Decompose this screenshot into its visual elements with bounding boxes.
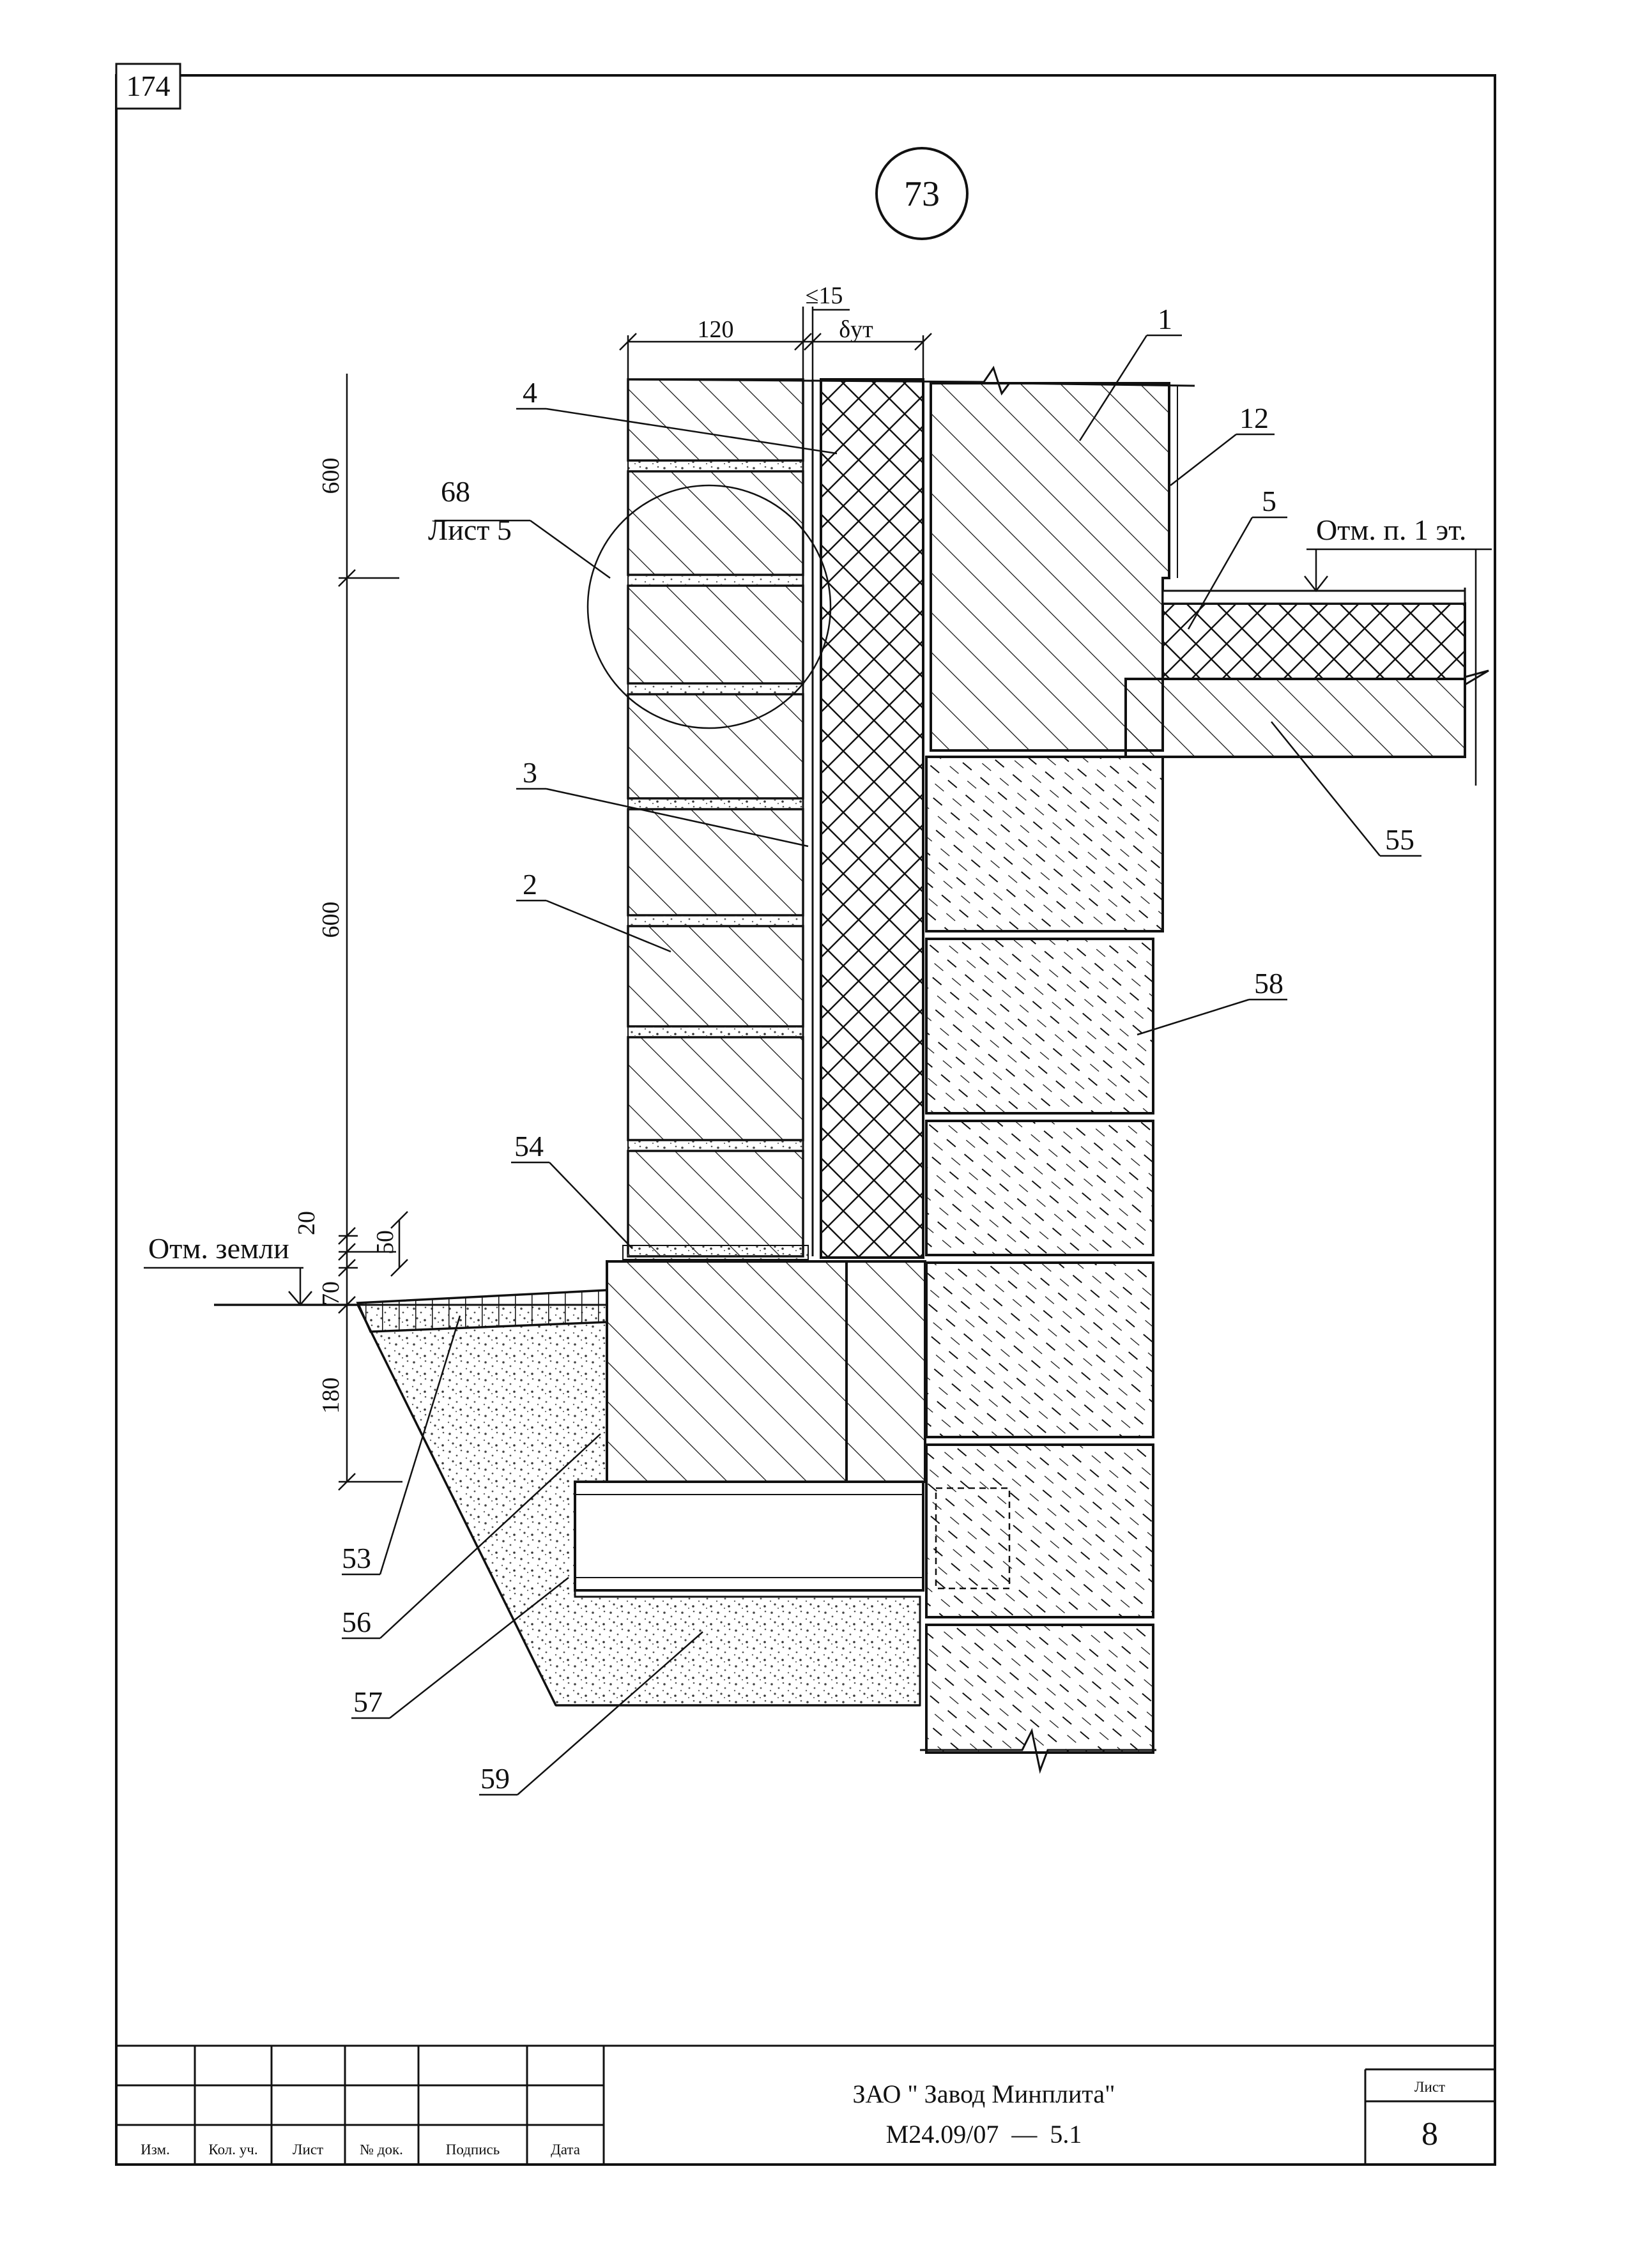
organization-name: ЗАО " Завод Минплита": [853, 2080, 1115, 2108]
dimension-lines: [338, 307, 932, 1491]
callout-12: 12: [1239, 402, 1269, 434]
floor-level-mark: [1304, 548, 1492, 593]
callout-2: 2: [523, 868, 537, 901]
dim-upper-height: 600: [318, 458, 344, 494]
ground-level-label: Отм. земли: [148, 1232, 289, 1265]
callout-57: 57: [353, 1686, 383, 1718]
mortar-joints: [622, 460, 809, 1260]
ground-level-mark: [144, 1267, 312, 1306]
foundation-blocks: [925, 756, 1164, 1754]
dim-gap: ≤15: [806, 282, 843, 309]
header-doc-no: № док.: [360, 2142, 403, 2158]
plinth-block-outer: [606, 1260, 848, 1483]
detail-number: 73: [904, 174, 940, 214]
callout-55: 55: [1385, 823, 1414, 856]
air-gap: [802, 379, 814, 1256]
trench-wall: [356, 1304, 557, 1706]
header-list: Лист: [293, 2142, 323, 2158]
dim-middle-height: 600: [318, 902, 344, 938]
page-number: 174: [126, 70, 171, 102]
sheet-label: Лист: [1414, 2079, 1445, 2095]
floor-finish: [1161, 590, 1466, 605]
callout-56: 56: [342, 1606, 371, 1638]
leader-lines: [342, 334, 1421, 1796]
drainage-element: [574, 1480, 924, 1592]
header-kol-uch: Кол. уч.: [208, 2142, 257, 2158]
callout-58: 58: [1254, 967, 1283, 1000]
callout-53: 53: [342, 1542, 371, 1574]
callout-59: 59: [480, 1762, 510, 1795]
floor-insulation: [1161, 602, 1466, 680]
callout-4: 4: [523, 376, 537, 409]
plinth-block-inner: [845, 1260, 926, 1483]
detail-number-circle: [875, 147, 969, 240]
header-izm: Изм.: [141, 2142, 170, 2158]
callout-3: 3: [523, 756, 537, 789]
dim-20: 20: [293, 1211, 320, 1235]
header-signature: Подпись: [446, 2142, 500, 2158]
header-date: Дата: [551, 2142, 580, 2158]
mineral-wool-insulation: [820, 378, 924, 1259]
break-line-bottom: [920, 1728, 1156, 1774]
sheet-number: 8: [1421, 2116, 1438, 2152]
sheet-frame: [115, 74, 1496, 2166]
title-block: [116, 2044, 1495, 2165]
dim-180: 180: [318, 1378, 344, 1414]
dim-70: 70: [318, 1281, 344, 1305]
dim-50: 50: [372, 1230, 399, 1254]
page-number-box: [115, 63, 181, 110]
dim-brick-width: 120: [698, 316, 734, 343]
dim-insulation-thickness: δут: [839, 316, 873, 343]
inner-wall-upper: [930, 382, 1170, 752]
callout-1: 1: [1158, 303, 1172, 335]
reference-sheet: Лист 5: [428, 514, 512, 546]
slab-break: [1464, 588, 1489, 757]
floor-slab: [1124, 678, 1466, 758]
hidden-element-outline: [935, 1487, 1011, 1590]
callout-5: 5: [1262, 485, 1276, 517]
reference-number: 68: [441, 475, 470, 508]
break-line-top: [627, 365, 1195, 396]
document-code: М24.09/07 — 5.1: [886, 2120, 1082, 2149]
facing-brick-wall: [627, 378, 804, 1258]
detail-reference-circle: [586, 484, 832, 729]
floor-level-label: Отм. п. 1 эт.: [1316, 514, 1466, 546]
callout-54: 54: [514, 1130, 544, 1162]
